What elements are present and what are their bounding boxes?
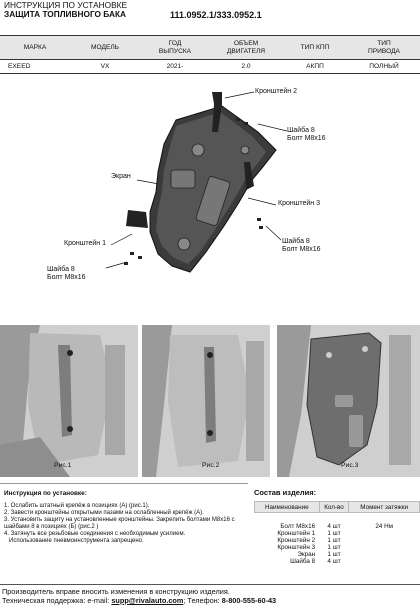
kit-item-name: Кронштейн 2 bbox=[277, 536, 316, 544]
instruction-step-3: 3. Установить защиту на установленные кр… bbox=[4, 517, 235, 530]
caption-fig-3: Рис.3 bbox=[341, 462, 359, 469]
label-bracket-1: Кронштейн 1 bbox=[64, 240, 106, 247]
footer-support: Техническая поддержка: e-mail: supp@riva… bbox=[2, 596, 418, 605]
photo-fig-2-image bbox=[142, 325, 270, 477]
kit-item-name: Кронштейн 1 bbox=[277, 529, 316, 537]
kit-item-name: Кронштейн 3 bbox=[277, 543, 316, 551]
caption-fig-1: Рис.1 bbox=[54, 462, 72, 469]
kit-item-qty: 1 шт bbox=[327, 543, 341, 551]
label-washer-top: Шайба 8 bbox=[287, 127, 315, 134]
kit-item-torque bbox=[349, 558, 420, 565]
bracket-1-shape bbox=[126, 210, 148, 228]
photo-fig-2 bbox=[142, 325, 270, 477]
photo-fig-1-image bbox=[0, 325, 138, 477]
instructions-title: Инструкция по установке: bbox=[4, 490, 87, 497]
spec-engine: 2.0 bbox=[210, 59, 282, 74]
spec-year: 2021- bbox=[140, 59, 210, 74]
header-line-1: ИНСТРУКЦИЯ ПО УСТАНОВКЕ bbox=[4, 0, 127, 10]
kit-contents: Состав изделия: Наименование Кол-во Моме… bbox=[254, 488, 420, 565]
spec-make: EXEED bbox=[0, 59, 70, 74]
shield-opening-slot bbox=[195, 176, 231, 226]
spec-header-year: ГОД ВЫПУСКА bbox=[140, 35, 210, 60]
bracket-2-shape bbox=[212, 92, 222, 132]
footer-phone-label: ; Телефон: bbox=[183, 596, 222, 605]
vehicle-spec-table: МАРКА МОДЕЛЬ ГОД ВЫПУСКА ОБЪЕМ ДВИГАТЕЛЯ… bbox=[0, 35, 420, 74]
label-bolt-right: Болт М8х16 bbox=[282, 246, 321, 253]
photo-fig-1 bbox=[0, 325, 138, 477]
instruction-note: Использование пневмоинструмента запрещен… bbox=[4, 538, 144, 544]
label-bolt-left: Болт М8х16 bbox=[47, 274, 86, 281]
kit-table: Наименование Кол-во Момент затяжки Болт … bbox=[254, 501, 420, 565]
table-row: Шайба 8 4 шт bbox=[255, 558, 420, 565]
table-row: Болт М8х16 4 шт 24 Нм bbox=[255, 523, 420, 530]
kit-header-qty: Кол-во bbox=[318, 501, 350, 513]
label-washer-right: Шайба 8 bbox=[282, 238, 310, 245]
table-row: Кронштейн 3 1 шт bbox=[255, 544, 420, 551]
kit-item-name: Экран bbox=[297, 550, 316, 558]
spec-header-make: МАРКА bbox=[0, 35, 70, 60]
caption-fig-2: Рис.2 bbox=[202, 462, 220, 469]
spec-header-drive: ТИП ПРИВОДА bbox=[348, 35, 420, 60]
spec-header-model: МОДЕЛЬ bbox=[70, 35, 140, 60]
kit-item-torque bbox=[349, 551, 420, 558]
kit-item-torque bbox=[349, 530, 420, 537]
kit-header-torque: Момент затяжки bbox=[348, 501, 420, 513]
footer-support-label: Техническая поддержка: e-mail: bbox=[2, 596, 112, 605]
spec-row: EXEED VX 2021- 2.0 АКПП ПОЛНЫЙ bbox=[0, 59, 420, 74]
instruction-step-1: 1. Ослабить штатный крепёж в позициях (А… bbox=[4, 503, 150, 509]
label-washer-left: Шайба 8 bbox=[47, 266, 75, 273]
kit-spacer-row bbox=[255, 513, 420, 523]
spec-header-engine: ОБЪЕМ ДВИГАТЕЛЯ bbox=[210, 35, 282, 60]
photo-fig-3 bbox=[277, 325, 420, 477]
table-row: Кронштейн 1 1 шт bbox=[255, 530, 420, 537]
instruction-step-4: 4. Затянуть все резьбовые соединения с н… bbox=[4, 531, 186, 537]
label-bracket-2: Кронштейн 2 bbox=[255, 88, 297, 95]
kit-item-name: Болт М8х16 bbox=[280, 522, 316, 530]
document-footer: Производитель вправе вносить изменения в… bbox=[0, 584, 420, 605]
label-screen: Экран bbox=[111, 173, 131, 180]
document-header: ИНСТРУКЦИЯ ПО УСТАНОВКЕ ЗАЩИТА ТОПЛИВНОГ… bbox=[4, 1, 127, 19]
spec-header-gearbox: ТИП КПП bbox=[282, 35, 348, 60]
kit-item-qty: 4 шт bbox=[327, 557, 341, 565]
kit-item-torque bbox=[349, 537, 420, 544]
instruction-step-2: 2. Завести кронштейны открытыми пазами н… bbox=[4, 510, 204, 516]
kit-title: Состав изделия: bbox=[254, 488, 317, 497]
kit-item-qty: 1 шт bbox=[327, 529, 341, 537]
bracket-3-shape bbox=[244, 162, 254, 190]
spec-model: VX bbox=[70, 59, 140, 74]
shield-opening-square bbox=[170, 169, 196, 189]
kit-item-qty: 1 шт bbox=[327, 536, 341, 544]
kit-item-name: Шайба 8 bbox=[290, 557, 316, 565]
spec-header-row: МАРКА МОДЕЛЬ ГОД ВЫПУСКА ОБЪЕМ ДВИГАТЕЛЯ… bbox=[0, 35, 420, 60]
kit-item-torque bbox=[349, 544, 420, 551]
footer-notice: Производитель вправе вносить изменения в… bbox=[2, 587, 230, 596]
installation-instructions: Инструкция по установке: 1. Ослабить шта… bbox=[0, 483, 248, 591]
label-bracket-3: Кронштейн 3 bbox=[278, 200, 320, 207]
kit-header-row: Наименование Кол-во Момент затяжки bbox=[254, 501, 420, 513]
kit-header-name: Наименование bbox=[254, 501, 320, 513]
support-email-link[interactable]: supp@rivalauto.com bbox=[111, 596, 184, 605]
kit-item-qty: 4 шт bbox=[327, 522, 341, 530]
support-phone: 8-800-555-60-43 bbox=[221, 596, 277, 605]
spec-header-gearbox-text: ТИП КПП bbox=[300, 43, 330, 51]
spec-header-model-text: МОДЕЛЬ bbox=[91, 43, 119, 51]
assembly-diagram bbox=[105, 91, 288, 273]
spec-gearbox: АКПП bbox=[282, 59, 348, 74]
header-line-2: ЗАЩИТА ТОПЛИВНОГО БАКА bbox=[4, 9, 126, 19]
table-row: Кронштейн 2 1 шт bbox=[255, 537, 420, 544]
kit-item-torque: 24 Нм bbox=[375, 522, 393, 530]
photo-fig-3-image bbox=[277, 325, 420, 477]
kit-item-qty: 1 шт bbox=[327, 550, 341, 558]
spec-drive: ПОЛНЫЙ bbox=[348, 59, 420, 74]
spec-header-make-text: МАРКА bbox=[23, 43, 47, 51]
product-codes: 111.0952.1/333.0952.1 bbox=[170, 10, 262, 20]
label-bolt-top: Болт М8х16 bbox=[287, 135, 326, 142]
table-row: Экран 1 шт bbox=[255, 551, 420, 558]
